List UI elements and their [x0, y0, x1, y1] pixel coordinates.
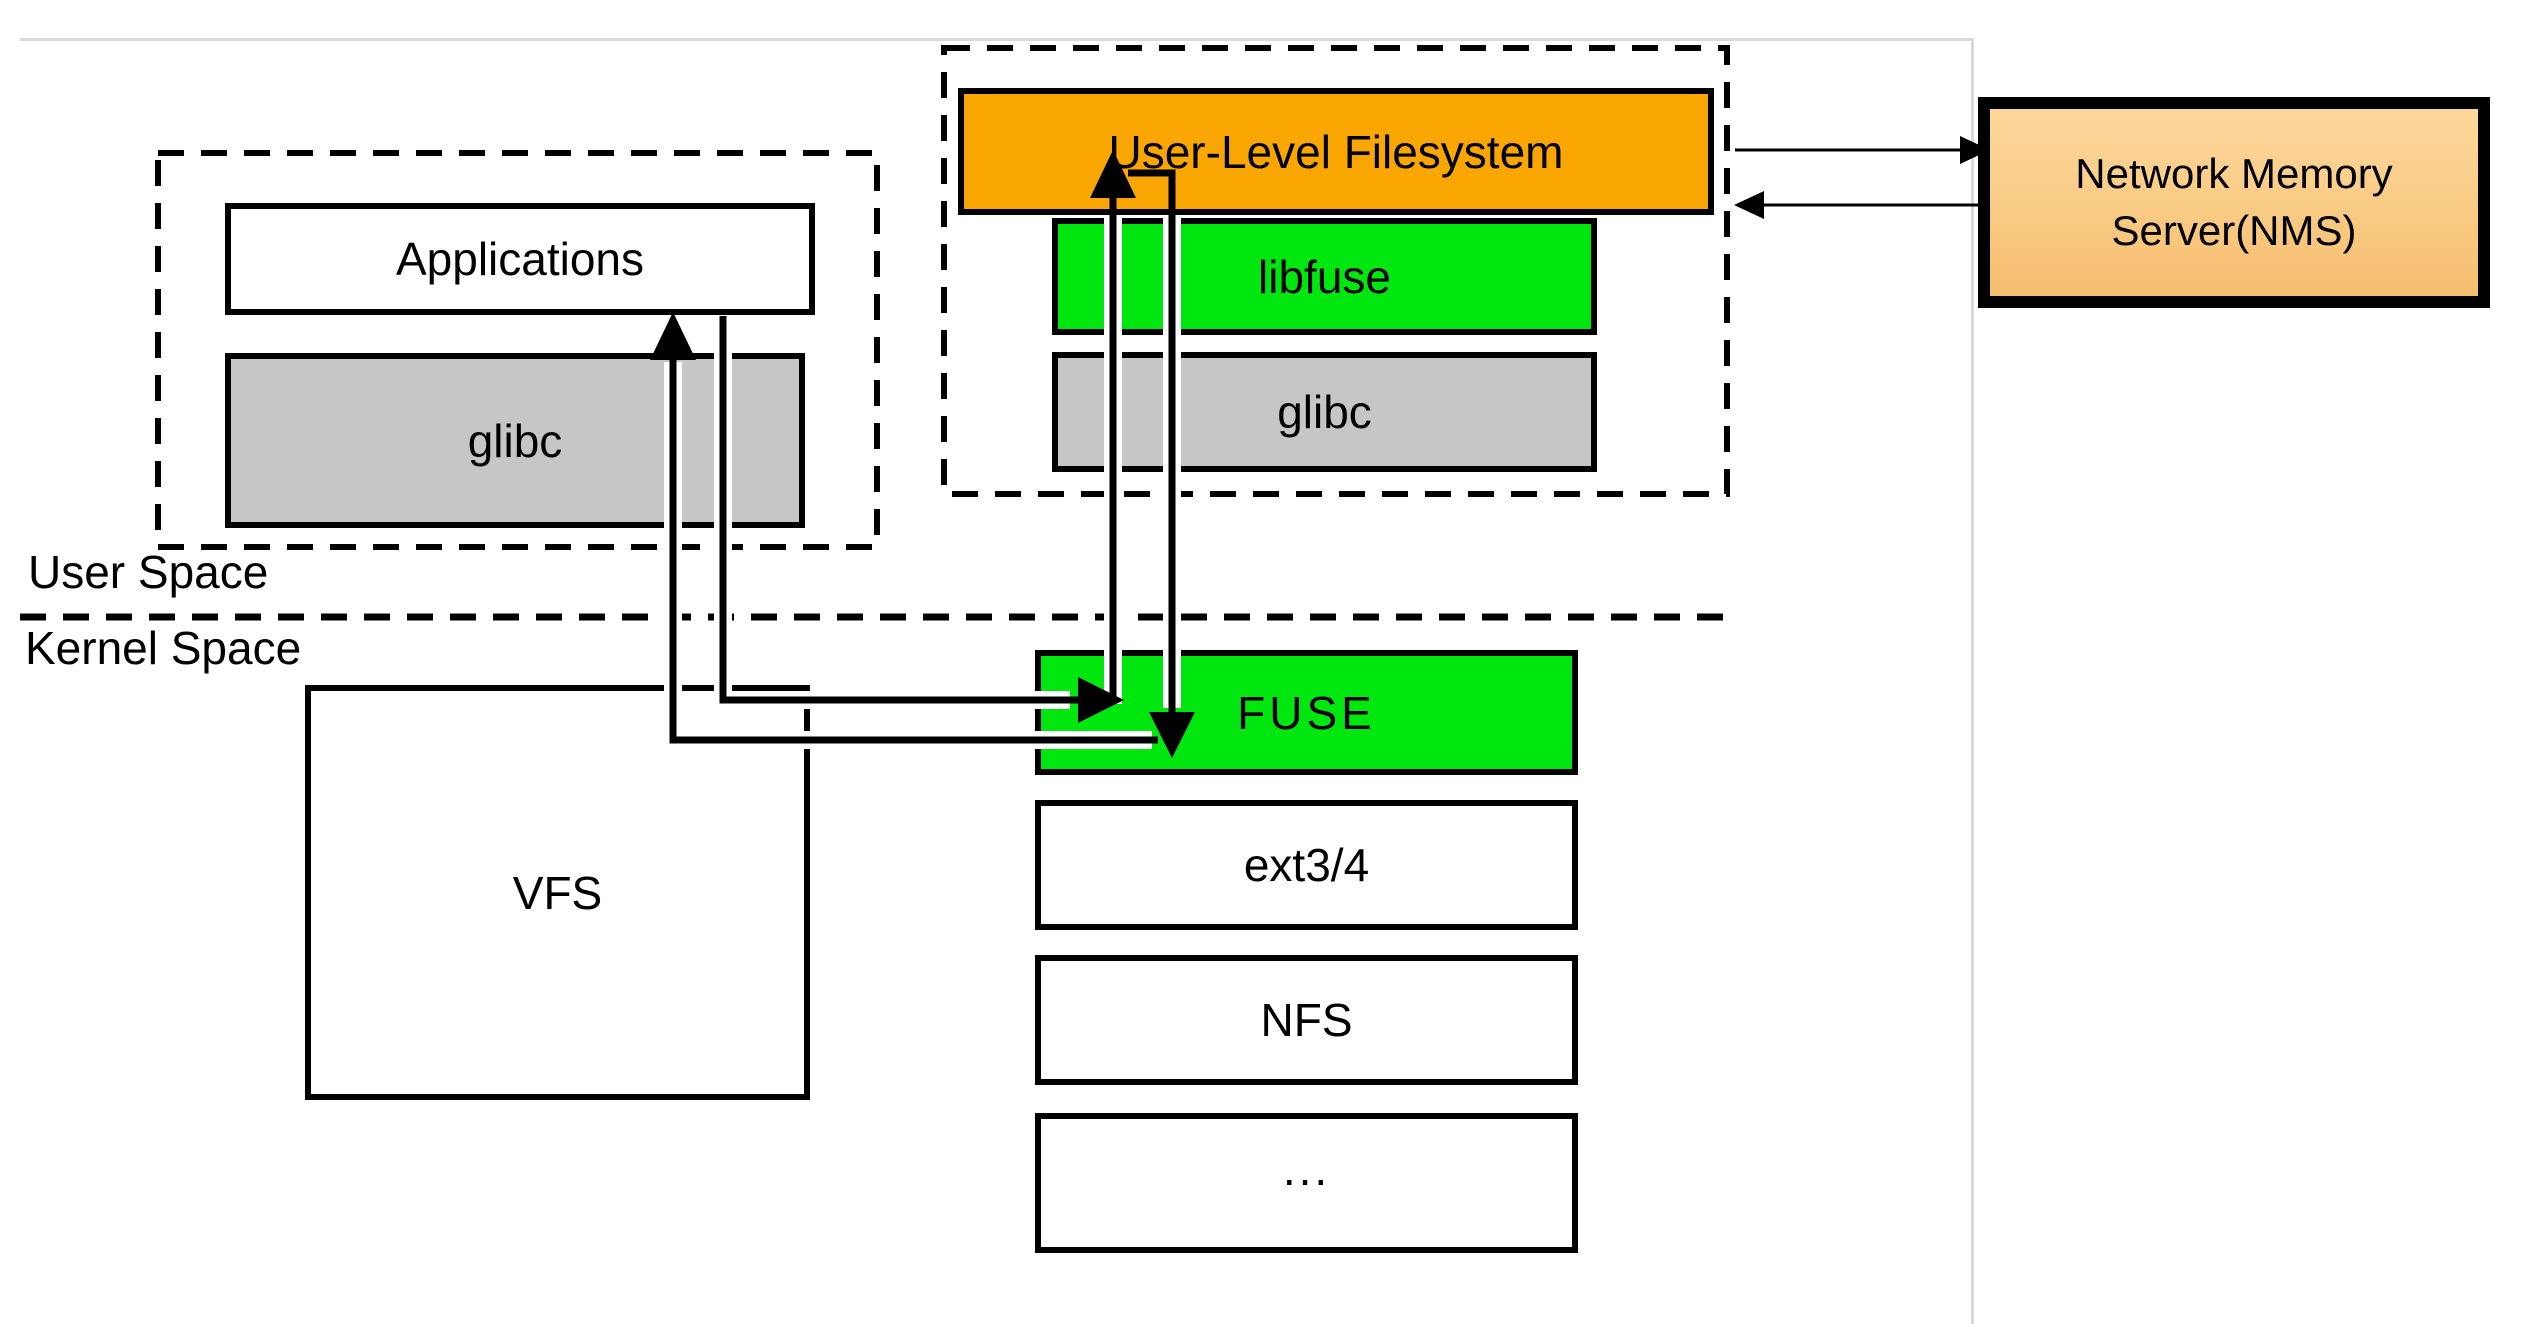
other-filesystems-label: ...: [1282, 1143, 1331, 1195]
ext34-box: ext3/4: [1035, 800, 1578, 930]
glibc-middle-label: glibc: [1277, 386, 1372, 438]
glibc-left-label: glibc: [467, 414, 563, 467]
left-arrowhead-icon: [1734, 191, 1764, 219]
nms-label-line1: Network Memory: [2075, 149, 2393, 197]
user-space-label: User Space: [28, 546, 269, 598]
applications-label: Applications: [395, 233, 645, 285]
user-level-filesystem-box: User-Level Filesystem: [958, 88, 1714, 215]
fuse-box: FUSE: [1035, 650, 1578, 775]
fuse-label: FUSE: [1237, 686, 1376, 739]
nfs-box: NFS: [1035, 955, 1578, 1085]
nms-to-user-level-filesystem-arrow: [1734, 191, 1978, 219]
glibc-left-box: glibc: [225, 353, 805, 528]
kernel-space-label: Kernel Space: [25, 622, 302, 674]
libfuse-label: libfuse: [1258, 250, 1391, 303]
libfuse-box: libfuse: [1052, 218, 1597, 335]
applications-box: Applications: [225, 203, 815, 315]
user-level-filesystem-label: User-Level Filesystem: [1108, 125, 1564, 178]
nfs-label: NFS: [1260, 994, 1353, 1046]
user-level-filesystem-to-nms-arrow: [1735, 136, 1990, 164]
other-filesystems-box: ...: [1035, 1113, 1578, 1253]
glibc-middle-box: glibc: [1052, 352, 1597, 472]
ext34-label: ext3/4: [1243, 839, 1370, 891]
vfs-label: VFS: [512, 866, 603, 919]
top-faint-rule: [20, 38, 1972, 41]
nms-label-line2: Server(NMS): [2111, 206, 2357, 254]
vfs-box: VFS: [305, 685, 810, 1100]
right-faint-rule: [1971, 38, 1974, 1324]
network-memory-server-box: Network Memory Server(NMS): [1978, 97, 2490, 308]
